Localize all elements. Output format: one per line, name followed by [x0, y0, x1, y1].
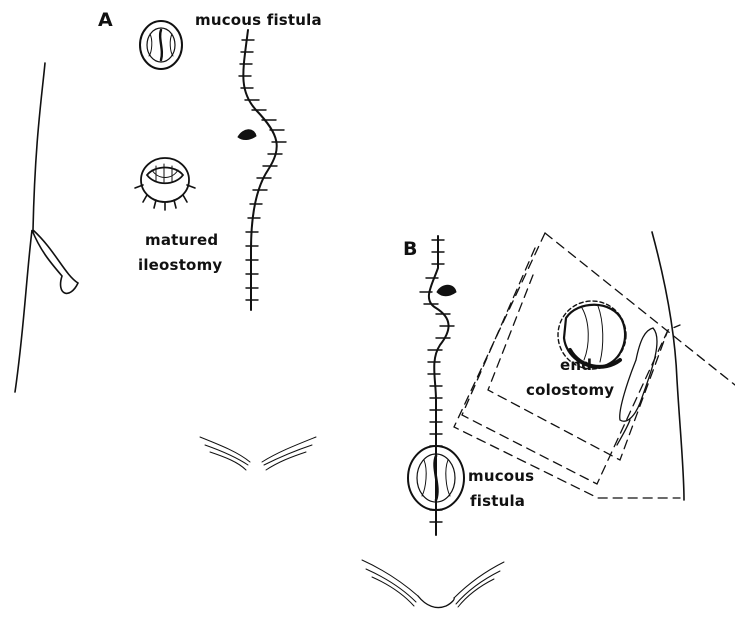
matured-ileostomy-stoma	[135, 158, 195, 210]
lower-creases-b	[362, 560, 504, 608]
mucous-fistula-label-a: mucous fistula	[195, 13, 322, 28]
colostomy-label: colostomy	[526, 383, 614, 398]
mucous-label-b: mucous	[468, 469, 534, 484]
drain-site-b	[437, 285, 456, 296]
panel-a-letter: A	[98, 11, 113, 30]
fistula-label-b: fistula	[470, 494, 525, 509]
panel-b-letter: B	[403, 240, 417, 259]
lower-creases-a	[200, 437, 316, 470]
panel-b	[362, 232, 735, 608]
drain-site-a	[238, 130, 256, 140]
body-contour-b	[652, 232, 684, 500]
body-contour-a	[15, 63, 78, 392]
end-label: end	[560, 358, 592, 373]
incision-a	[243, 30, 276, 310]
matured-label: matured	[145, 233, 218, 248]
mucous-fistula-stoma-b	[408, 446, 464, 510]
incision-stitches-a	[239, 40, 286, 300]
ileostomy-label: ileostomy	[138, 258, 222, 273]
mucous-fistula-stoma-a	[140, 21, 182, 69]
